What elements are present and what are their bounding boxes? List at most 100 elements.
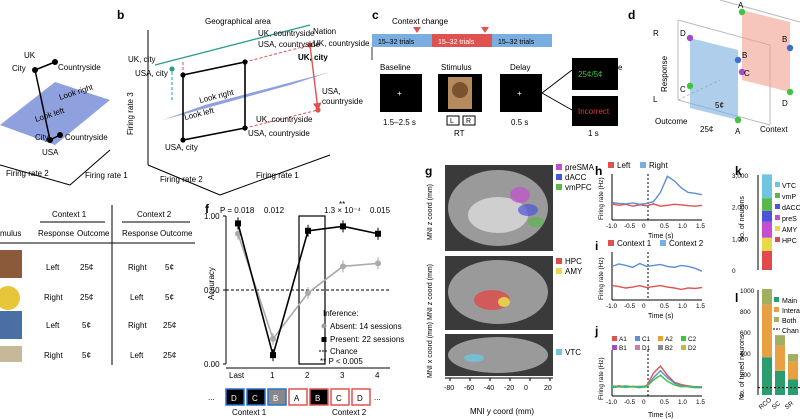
legend-context2: Context 2 — [669, 239, 704, 248]
f-point — [235, 230, 241, 237]
row1-response2: Right — [128, 263, 147, 272]
time-delay: 0.5 s — [511, 118, 528, 127]
panel-label-c: c — [372, 8, 379, 22]
psth-curve — [611, 284, 703, 291]
k-ylabel: No. of neurons — [739, 196, 746, 242]
psth-x-tick: -0.5 — [624, 223, 635, 230]
psth-x-tick: 0.5 — [660, 303, 669, 310]
psth-x-tick: 0.5 — [660, 399, 669, 406]
label-uk-countryside-mid: UK, countryside — [256, 115, 313, 124]
f-series — [235, 217, 381, 362]
p-label-1: 0.012 — [264, 206, 285, 215]
k-legend-swatch — [775, 204, 780, 209]
l-bar-segment — [762, 304, 772, 358]
g-ylabel-1: MNI z coord (mm) — [427, 184, 434, 240]
j-legend-swatch — [612, 345, 617, 350]
psth-curve — [611, 369, 702, 389]
psth-curve — [611, 365, 702, 388]
f-x-tick-label: 3 — [340, 371, 345, 380]
axis-label-fr1: Firing rate 1 — [256, 171, 299, 180]
f-point — [375, 260, 381, 267]
stimulus-monkey — [0, 250, 22, 278]
seq-letter: C — [336, 394, 342, 403]
l-y-tick: 400 — [740, 351, 751, 358]
l-legend-swatch — [774, 307, 779, 312]
label-uk-countryside-right: UK, countryside — [313, 39, 370, 48]
panel-i: i Context 1 Context 2 Firing rate (Hz) -… — [595, 239, 705, 320]
incorrect-text: Incorrect — [578, 107, 610, 116]
row3-response2: Right — [128, 321, 147, 330]
k-bar-segment — [762, 210, 772, 222]
panel-c: c Context change 15–32 trials 15–32 tria… — [371, 8, 623, 138]
j-legend-swatch — [681, 345, 686, 350]
l-y-tick: 600 — [740, 330, 751, 337]
row2-outcome1: 25¢ — [80, 293, 93, 302]
f-point — [270, 352, 276, 359]
point-d-1: D — [680, 29, 686, 38]
l-bar-segment — [775, 345, 785, 371]
panel-label-f: f — [205, 202, 210, 216]
l-bar-segment — [762, 288, 772, 305]
l-y-tick: 0 — [740, 393, 744, 400]
psth-x-tick: 1.0 — [678, 223, 687, 230]
seq-box — [288, 388, 308, 406]
label-countryside-bottom: Countryside — [65, 133, 108, 142]
k-legend-swatch — [775, 215, 780, 220]
label-rt: RT — [454, 129, 465, 138]
psth-x-tick: 1.5 — [696, 399, 705, 406]
k-bar-segment — [762, 221, 772, 238]
f-x-tick-label: 2 — [305, 371, 310, 380]
f-point — [305, 227, 311, 234]
point-c-1: C — [680, 85, 686, 94]
legend-dacc: dACC — [565, 173, 587, 182]
l-bar-segment — [788, 354, 798, 362]
delay-screen — [500, 74, 542, 112]
axis-line — [34, 69, 51, 141]
legend-presma: preSMA — [565, 163, 595, 172]
table-header-response-1: Response — [38, 229, 75, 238]
table-header-outcome-1: Outcome — [77, 229, 110, 238]
panel-label-b: b — [117, 8, 124, 22]
axis-label-response: Response — [660, 55, 669, 92]
label-usa-right-1: USA, — [322, 87, 341, 96]
j-legend-label: D2 — [688, 345, 697, 352]
l-bar-segment — [788, 379, 798, 395]
seq-box — [330, 388, 350, 406]
psth-x-tick: 0 — [642, 399, 646, 406]
legend-context1: Context 1 — [617, 239, 652, 248]
j-legend-swatch — [658, 336, 663, 341]
stimulus-person — [0, 311, 22, 339]
row1-response1: Left — [46, 263, 60, 272]
k-bar-segment — [762, 198, 772, 211]
legend-hpc: HPC — [565, 257, 582, 266]
f-x-tick-label: Last — [229, 371, 245, 380]
g-x-tick-label: -20 — [504, 385, 514, 392]
seq-letter: B — [315, 394, 320, 403]
seq-box — [225, 388, 245, 406]
g-ylabel-2: MNI z coord (mm) — [427, 264, 434, 320]
k-bar-segment — [762, 251, 772, 270]
h-ylabel: Firing rate (Hz) — [598, 177, 605, 220]
k-legend-label: vmP — [782, 194, 796, 201]
panel-label-d: d — [628, 8, 635, 22]
seq-context2: Context 2 — [332, 408, 367, 417]
k-legend-label: dACC — [782, 205, 800, 212]
panel-g: g preSMA dACC vmPFC HPC AMY VTC MNI z co… — [425, 163, 595, 416]
l-legend-label: Both — [782, 318, 797, 325]
psth-curve — [611, 262, 703, 272]
row3-response1: Left — [46, 321, 60, 330]
point-a-1: A — [735, 127, 741, 136]
f-x-tick-label: 4 — [375, 371, 380, 380]
label-nation: Nation — [313, 27, 336, 36]
psth-x-tick: 0 — [642, 223, 646, 230]
trial-block-3 — [492, 34, 552, 47]
k-bar-segment — [762, 237, 772, 251]
l-bar-segment — [775, 335, 785, 346]
k-legend-label: VTC — [782, 183, 796, 190]
axis-tick-r: R — [653, 29, 659, 38]
psth-x-tick: -1.0 — [606, 303, 617, 310]
label-usa-countryside-bottom: USA, countryside — [248, 129, 310, 138]
point-a-2: A — [738, 1, 744, 10]
